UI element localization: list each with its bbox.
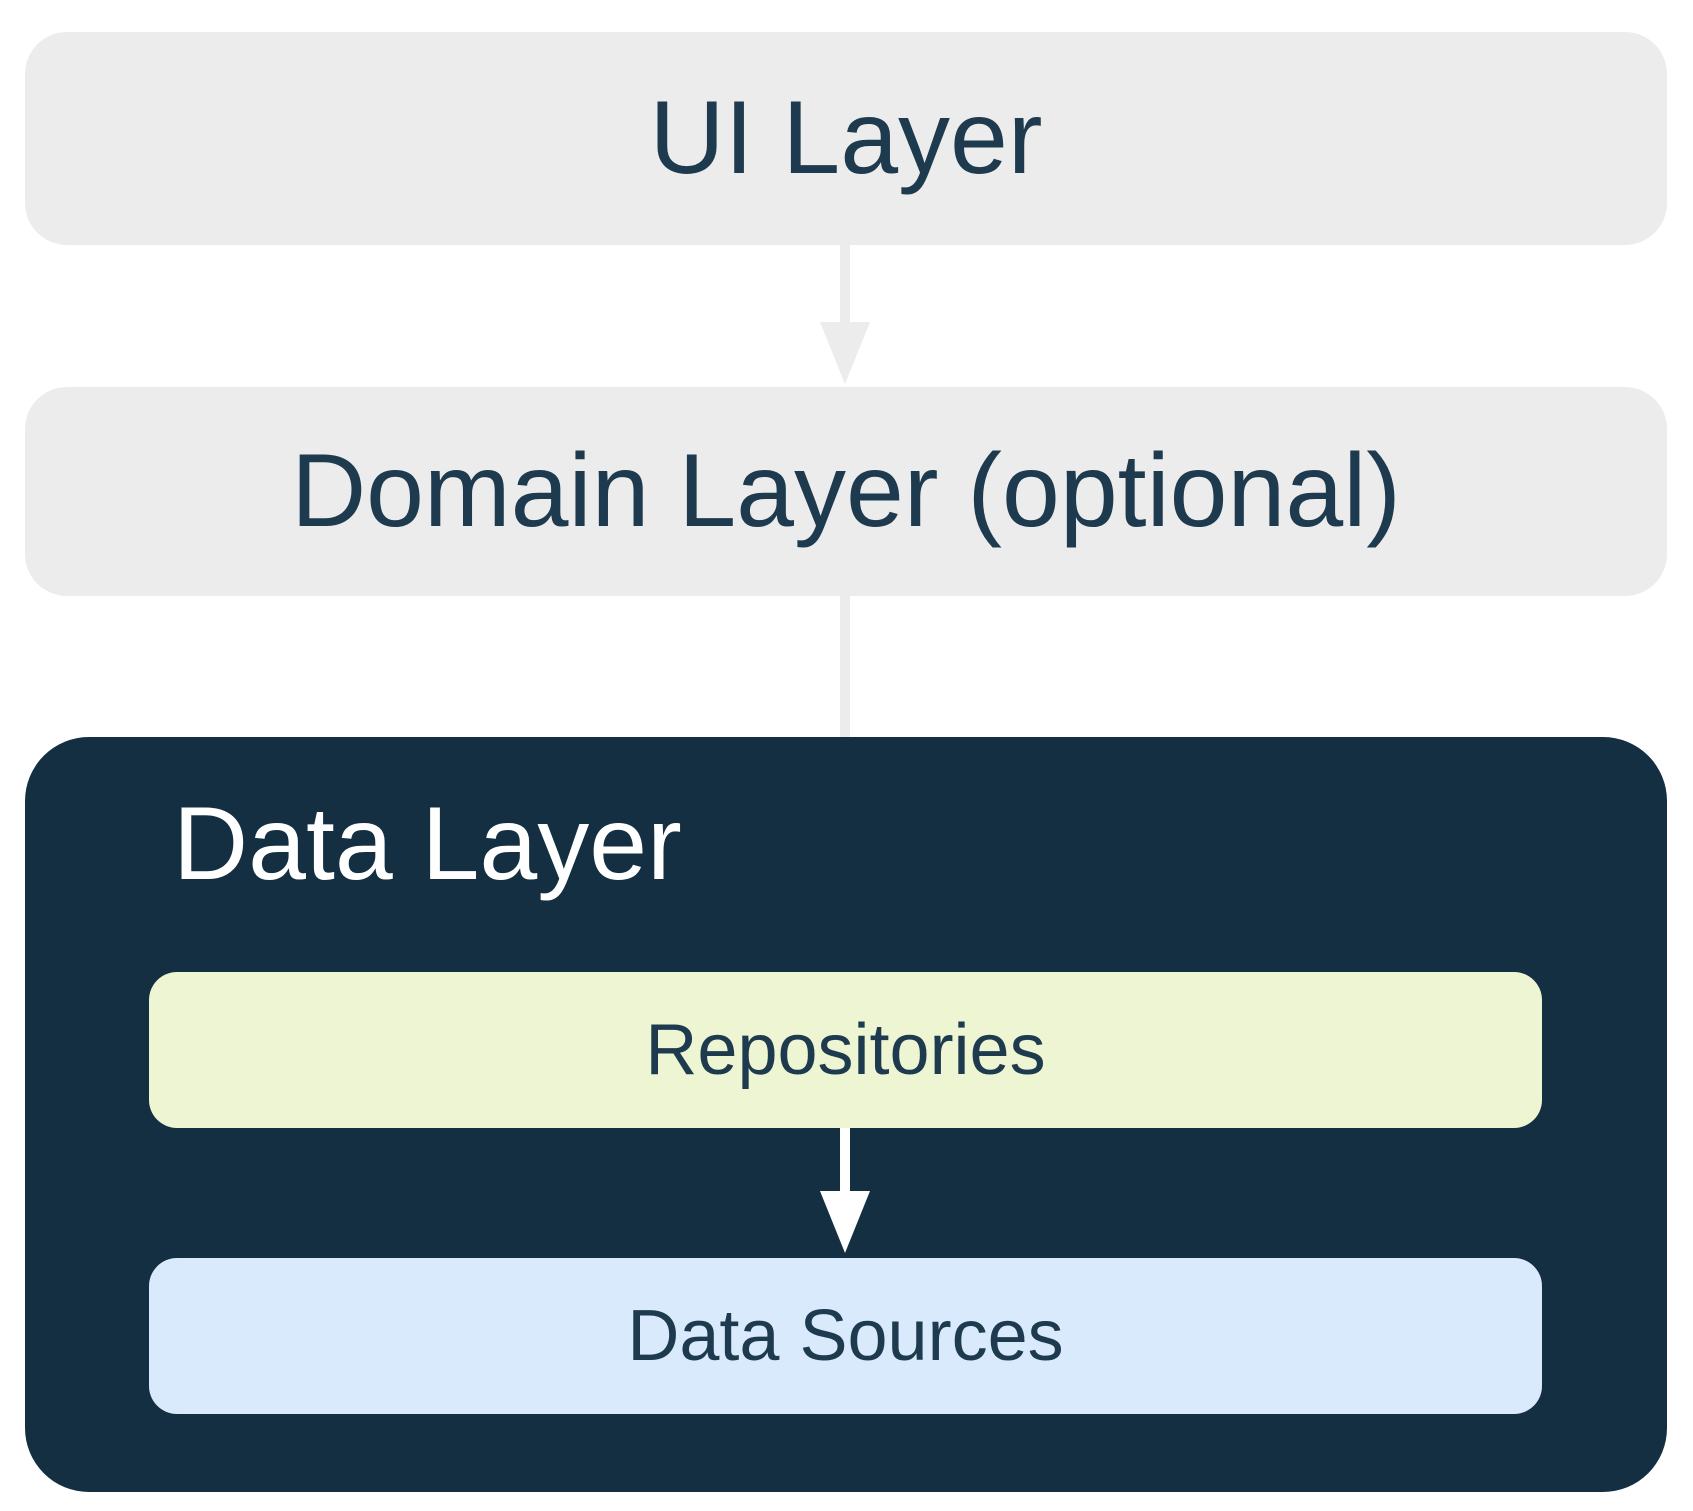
arrow-line (840, 596, 850, 737)
data-sources-box: Data Sources (149, 1258, 1542, 1414)
domain-layer-label: Domain Layer (optional) (291, 433, 1401, 549)
repositories-box: Repositories (149, 972, 1542, 1128)
arrow-line (840, 1128, 850, 1191)
arrowhead-down-icon (820, 1191, 870, 1253)
repositories-label: Repositories (645, 1010, 1046, 1090)
arrowhead-down-icon (820, 322, 870, 384)
ui-layer-box: UI Layer (25, 32, 1667, 245)
data-layer-label: Data Layer (173, 786, 682, 902)
ui-layer-label: UI Layer (649, 80, 1043, 196)
data-sources-label: Data Sources (627, 1296, 1064, 1376)
domain-layer-box: Domain Layer (optional) (25, 387, 1667, 596)
arrow-line (840, 245, 850, 322)
data-layer-box: Data Layer Repositories Data Sources (25, 737, 1667, 1492)
